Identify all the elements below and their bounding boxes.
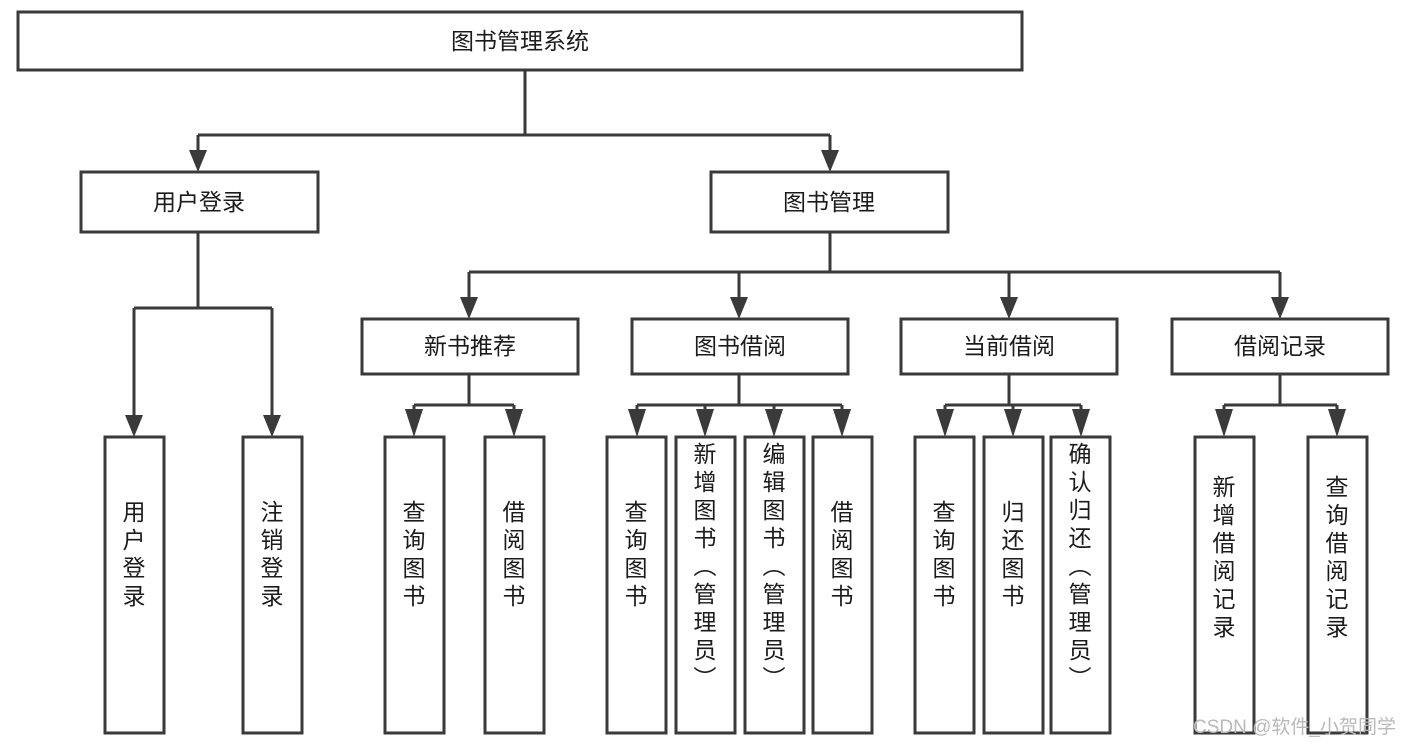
node-root-label: 图书管理系统 xyxy=(451,28,589,54)
arrow-head-leaf-query-book-2 xyxy=(628,409,646,437)
node-current-borrow-box[interactable] xyxy=(899,317,1119,376)
connector-group xyxy=(125,70,1346,437)
arrow-head-book-borrow xyxy=(730,297,748,319)
node-leaf-query-book-3-box[interactable] xyxy=(913,435,976,735)
node-borrow-record[interactable]: 借阅记录 xyxy=(1170,317,1390,376)
node-leaf-query-book-1-label: 查询图书 xyxy=(403,499,426,609)
node-leaf-logout-login-box[interactable] xyxy=(241,435,304,735)
node-leaf-borrow-book-2[interactable]: 借阅图书 xyxy=(811,435,874,735)
node-leaf-query-book-1-box[interactable] xyxy=(383,435,446,735)
node-leaf-confirm-return-box[interactable] xyxy=(1049,435,1112,735)
arrow-head-leaf-add-borrow-record xyxy=(1215,409,1233,437)
node-leaf-edit-book-box[interactable] xyxy=(743,435,806,735)
arrow-head-leaf-query-borrow-record xyxy=(1328,409,1346,437)
node-user-login-label: 用户登录 xyxy=(153,189,245,215)
node-leaf-query-book-2-box[interactable] xyxy=(605,435,668,735)
node-leaf-edit-book[interactable]: 编辑图书︵管理员︶ xyxy=(743,435,806,735)
node-new-book-recommend[interactable]: 新书推荐 xyxy=(360,317,580,376)
node-leaf-add-borrow-record-box[interactable] xyxy=(1193,435,1256,735)
arrow-head-leaf-return-book xyxy=(1004,409,1022,437)
node-leaf-query-book-3[interactable]: 查询图书 xyxy=(913,435,976,735)
arrow-head-user-login xyxy=(189,150,207,172)
arrow-head-leaf-borrow-book-2 xyxy=(833,409,851,437)
node-leaf-logout-login-label: 注销登录 xyxy=(261,499,284,609)
arrow-head-borrow-record xyxy=(1271,297,1289,319)
node-leaf-borrow-book-2-label: 借阅图书 xyxy=(831,499,854,609)
node-leaf-confirm-return-label: 确认归还︵管理员︶ xyxy=(1069,441,1092,691)
arrow-head-book-management xyxy=(821,150,839,172)
arrow-head-leaf-logout-login xyxy=(263,415,281,437)
node-new-book-recommend-box[interactable] xyxy=(360,317,580,376)
arrow-head-leaf-query-book-1 xyxy=(405,409,423,437)
node-leaf-borrow-book-2-box[interactable] xyxy=(811,435,874,735)
node-leaf-query-borrow-record-label: 查询借阅记录 xyxy=(1326,474,1349,640)
node-borrow-record-label: 借阅记录 xyxy=(1234,333,1326,359)
node-leaf-user-login[interactable]: 用户登录 xyxy=(103,435,166,735)
node-root[interactable]: 图书管理系统 xyxy=(16,10,1024,72)
node-leaf-add-book[interactable]: 新增图书︵管理员︶ xyxy=(674,435,737,735)
node-user-login-box[interactable] xyxy=(79,170,320,234)
arrow-head-leaf-query-book-3 xyxy=(936,409,954,437)
node-leaf-query-book-3-label: 查询图书 xyxy=(933,499,956,609)
node-leaf-user-login-box[interactable] xyxy=(103,435,166,735)
node-leaf-query-book-2-label: 查询图书 xyxy=(625,499,648,609)
node-book-borrow-box[interactable] xyxy=(630,317,850,376)
node-leaf-borrow-book-1[interactable]: 借阅图书 xyxy=(483,435,546,735)
arrow-head-current-borrow xyxy=(1000,297,1018,319)
node-book-management-label: 图书管理 xyxy=(783,189,875,215)
node-borrow-record-box[interactable] xyxy=(1170,317,1390,376)
node-leaf-return-book-label: 归还图书 xyxy=(1002,499,1025,609)
node-leaf-query-book-2[interactable]: 查询图书 xyxy=(605,435,668,735)
node-leaf-logout-login[interactable]: 注销登录 xyxy=(241,435,304,735)
node-leaf-query-book-1[interactable]: 查询图书 xyxy=(383,435,446,735)
node-book-management-box[interactable] xyxy=(709,170,950,234)
node-new-book-recommend-label: 新书推荐 xyxy=(424,333,516,359)
node-book-management[interactable]: 图书管理 xyxy=(709,170,950,234)
node-leaf-query-borrow-record[interactable]: 查询借阅记录 xyxy=(1306,435,1369,735)
node-current-borrow[interactable]: 当前借阅 xyxy=(899,317,1119,376)
node-book-borrow[interactable]: 图书借阅 xyxy=(630,317,850,376)
node-leaf-add-borrow-record-label: 新增借阅记录 xyxy=(1213,474,1236,640)
node-leaf-confirm-return[interactable]: 确认归还︵管理员︶ xyxy=(1049,435,1112,735)
arrow-head-leaf-add-book xyxy=(696,409,714,437)
csdn-watermark: CSDN @软件_小贺同学 xyxy=(1193,716,1396,738)
node-leaf-add-book-label: 新增图书︵管理员︶ xyxy=(694,441,717,691)
node-leaf-user-login-label: 用户登录 xyxy=(123,499,146,609)
arrow-head-leaf-user-login xyxy=(125,415,143,437)
arrow-head-new-book-recommend xyxy=(460,297,478,319)
node-leaf-query-borrow-record-box[interactable] xyxy=(1306,435,1369,735)
arrow-head-leaf-edit-book xyxy=(765,409,783,437)
node-current-borrow-label: 当前借阅 xyxy=(963,333,1055,359)
arrow-head-leaf-confirm-return xyxy=(1072,409,1090,437)
node-leaf-return-book[interactable]: 归还图书 xyxy=(982,435,1045,735)
arrow-head-leaf-borrow-book-1 xyxy=(505,409,523,437)
node-leaf-add-borrow-record[interactable]: 新增借阅记录 xyxy=(1193,435,1256,735)
node-leaf-borrow-book-1-label: 借阅图书 xyxy=(503,499,526,609)
node-root-box[interactable] xyxy=(16,10,1024,72)
node-leaf-add-book-box[interactable] xyxy=(674,435,737,735)
node-leaf-edit-book-label: 编辑图书︵管理员︶ xyxy=(763,441,786,691)
node-leaf-return-book-box[interactable] xyxy=(982,435,1045,735)
node-user-login[interactable]: 用户登录 xyxy=(79,170,320,234)
node-book-borrow-label: 图书借阅 xyxy=(694,333,786,359)
node-leaf-borrow-book-1-box[interactable] xyxy=(483,435,546,735)
